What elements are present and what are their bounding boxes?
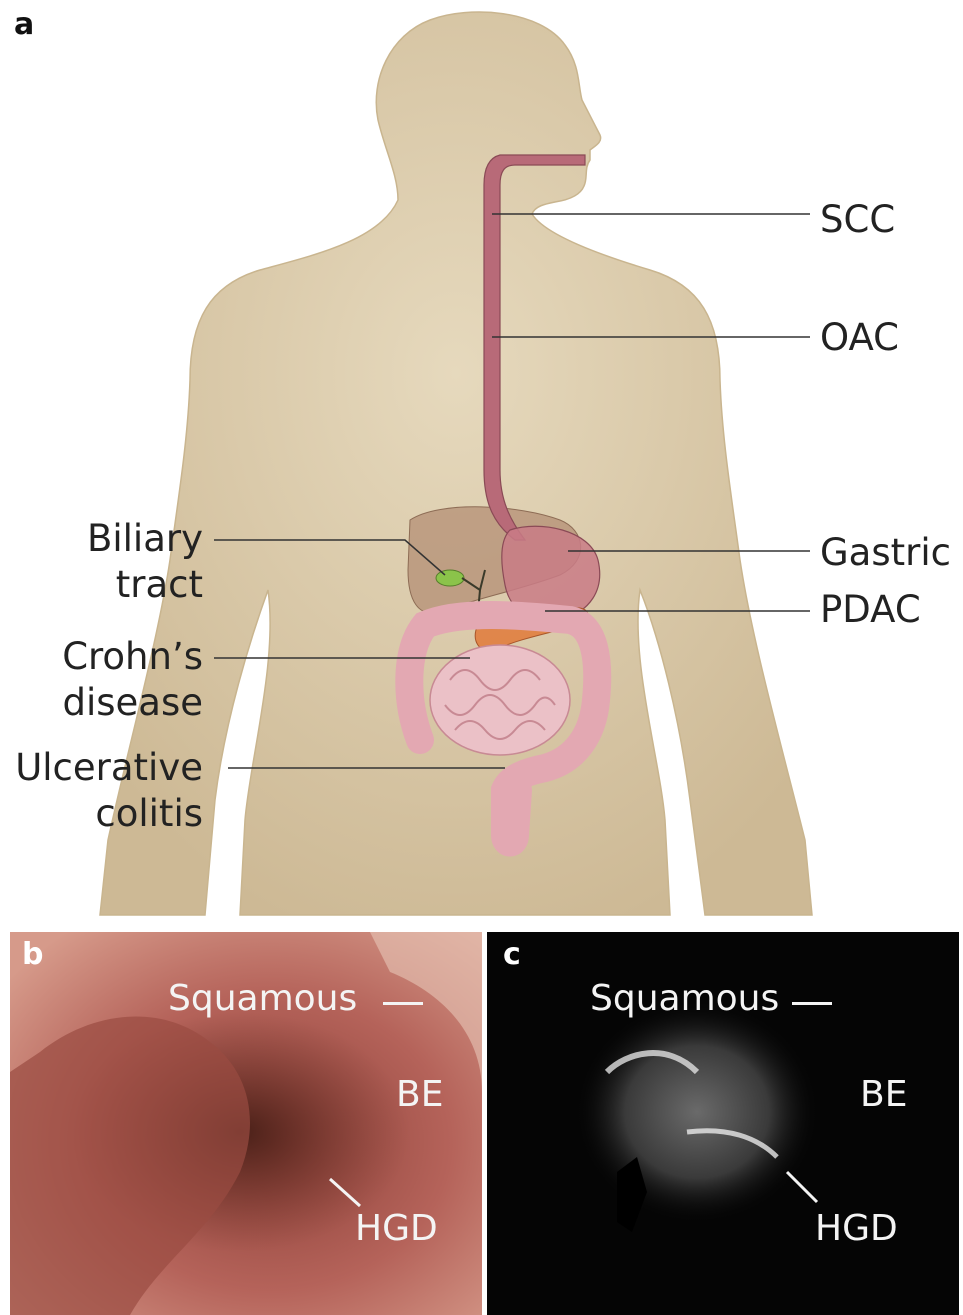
uc-label-line1: Ulcerative <box>15 745 203 791</box>
biliary-label-line2: tract <box>87 562 203 608</box>
panel-c-letter: c <box>503 940 521 970</box>
panel-c-squamous-pointer <box>792 1002 832 1005</box>
biliary-label: Biliary tract <box>87 516 203 608</box>
pdac-label: PDAC <box>820 587 921 633</box>
panel-a: a SCC O <box>0 0 963 920</box>
panel-c-squamous-label: Squamous <box>590 979 779 1019</box>
panel-c-fluorescence-image: c Squamous BE HGD <box>487 932 959 1315</box>
scc-label: SCC <box>820 197 895 243</box>
panel-b-be-label: BE <box>396 1075 443 1115</box>
uc-label: Ulcerative colitis <box>15 745 203 837</box>
crohns-label-line2: disease <box>62 680 203 726</box>
human-silhouette <box>100 12 812 915</box>
panel-b-squamous-label: Squamous <box>168 979 357 1019</box>
oac-label: OAC <box>820 315 899 361</box>
gastric-label: Gastric <box>820 530 951 576</box>
crohns-label: Crohn’s disease <box>62 634 203 726</box>
crohns-label-line1: Crohn’s <box>62 634 203 680</box>
panel-b-squamous-pointer <box>383 1002 423 1005</box>
biliary-label-line1: Biliary <box>87 516 203 562</box>
gallbladder-shape <box>436 570 464 586</box>
panel-c-hgd-label: HGD <box>815 1209 898 1249</box>
panel-b-hgd-label: HGD <box>355 1209 438 1249</box>
panel-b-letter: b <box>22 940 43 970</box>
panel-c-be-label: BE <box>860 1075 907 1115</box>
uc-label-line2: colitis <box>15 791 203 837</box>
panel-b-endoscopy-image: b Squamous BE HGD <box>10 932 482 1315</box>
